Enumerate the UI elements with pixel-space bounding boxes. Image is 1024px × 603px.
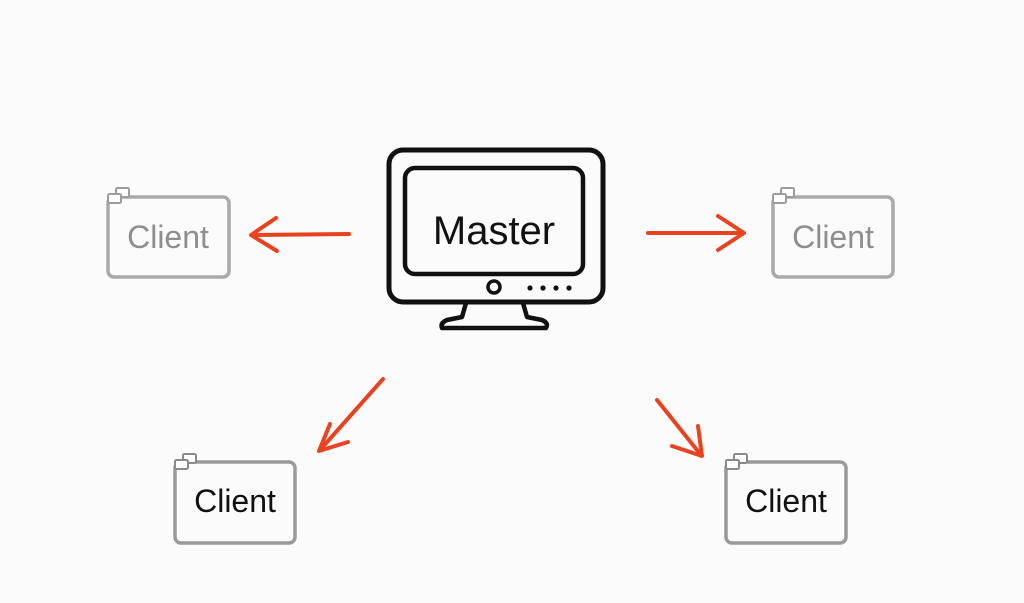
arrow-to-client-bottom-left [317,377,385,453]
client-label: Client [127,219,209,255]
client-label: Client [745,483,827,519]
client-box [771,195,895,279]
client-label: Client [194,483,276,519]
window-icon [107,187,130,204]
master-node: Master [386,147,606,331]
arrow-to-client-top-left [249,216,351,253]
master-label: Master [433,209,555,253]
client-node-top-right: Client [771,187,895,279]
client-label: Client [792,219,874,255]
window-icon [772,187,795,204]
client-box [173,460,297,545]
client-node-top-left: Client [106,187,231,279]
monitor-icon [386,147,606,331]
arrow-to-client-top-right [646,214,746,252]
window-icon [174,453,197,470]
client-box [724,460,848,545]
client-node-bottom-left: Client [173,453,297,545]
client-box [106,195,231,279]
window-icon [725,453,748,470]
arrow-to-client-bottom-right [655,398,704,458]
client-node-bottom-right: Client [724,453,848,545]
